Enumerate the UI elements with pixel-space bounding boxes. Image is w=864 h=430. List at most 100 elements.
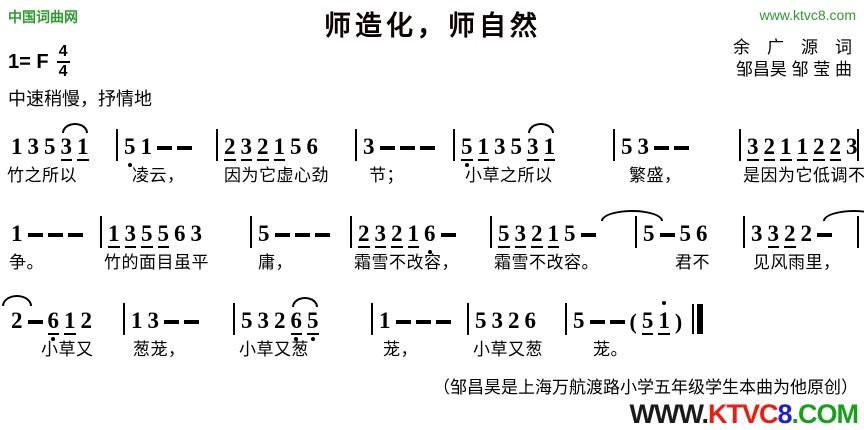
low-octave-dot (127, 163, 132, 167)
slur-arc (528, 123, 554, 133)
note: 2 (358, 221, 370, 248)
lyric: 君不 (675, 253, 710, 272)
note: 5 (498, 221, 510, 248)
key-signature: 1= F (8, 50, 49, 73)
dash-note (419, 146, 435, 150)
low-octave-dot (51, 337, 56, 341)
dash-note (580, 233, 596, 237)
time-signature-top: 4 (58, 43, 68, 60)
site-name: 中国词曲网 (8, 9, 78, 25)
high-octave-dot (662, 301, 667, 305)
dash-note (379, 146, 395, 150)
note: 2 (784, 221, 796, 248)
lyric: 因为它虚心劲 (224, 166, 329, 185)
note: 1 (77, 134, 89, 161)
dash-note (294, 233, 310, 237)
note: 3 (767, 221, 779, 248)
lyric: 小草又葱 (239, 340, 309, 359)
dash-note (314, 233, 330, 237)
parenthesis: ) (674, 309, 683, 334)
final-barline (692, 304, 704, 334)
note: 1 (543, 134, 555, 161)
site-logo-part: WWW. (629, 399, 709, 429)
low-octave-dot (294, 337, 299, 341)
note: 2 (531, 221, 543, 248)
note: 2 (813, 134, 825, 161)
note: 3 (494, 134, 506, 159)
note: 1 (796, 134, 808, 161)
lyric: 节； (369, 166, 404, 185)
final-barline-thin (692, 304, 695, 334)
notes-row: 5 (252, 204, 352, 248)
site-url-link[interactable]: www.ktvc8.com (759, 7, 856, 23)
note: 5 (258, 221, 270, 246)
note: 5 (643, 221, 655, 246)
note: 5 (241, 308, 253, 333)
dash-note (435, 320, 451, 324)
note: 2 (800, 221, 813, 246)
low-octave-dot (310, 337, 315, 341)
site-logo-part: 8 (777, 399, 792, 429)
note: 6 (424, 222, 436, 254)
note: 1 (780, 134, 792, 161)
site-logo[interactable]: WWW.KTVC8.COM (433, 399, 859, 429)
note: 1 (11, 134, 23, 159)
dash-note (659, 233, 675, 237)
dash-note (609, 320, 625, 324)
note: 6 (290, 309, 302, 341)
note: 1 (273, 134, 285, 161)
note: 6 (696, 221, 708, 246)
note: 5 (510, 134, 523, 159)
note: 1 (477, 134, 489, 161)
note: 5 (679, 221, 692, 246)
note: 5 (461, 135, 473, 167)
lyric: 是因为它低调不 (743, 166, 864, 185)
dash-note (674, 146, 689, 150)
note: 1 (658, 301, 670, 335)
note: 3 (374, 221, 386, 248)
final-barline-thick (697, 304, 704, 334)
note: 5 (290, 134, 302, 159)
note: 3 (846, 134, 858, 159)
lyric: 葱茏， (133, 340, 186, 359)
lyric: 小草之所以 (465, 166, 553, 185)
footer: （邹昌昊是上海万航渡路小学五年级学生本曲为他原创） WWW.KTVC8.COM (433, 373, 859, 429)
tie-arc-out (823, 210, 864, 221)
notes-row: 1 (373, 291, 469, 335)
note: 3 (27, 134, 40, 159)
note: 2 (508, 308, 520, 333)
lyric: 竹的面目虽平 (104, 253, 209, 272)
top-row: 中国词曲网 师造化，师自然 www.ktvc8.com (5, 4, 860, 42)
lyric: 霜雪不改容。 (494, 253, 599, 272)
dash-note (440, 233, 456, 237)
notes-row: 1 (5, 204, 102, 248)
dash-note (67, 233, 83, 237)
note: 5 (621, 134, 633, 159)
note: 5 (307, 309, 319, 341)
low-octave-dot (464, 163, 469, 167)
note: 3 (60, 134, 72, 161)
note: 3 (240, 134, 252, 161)
lyric: 霜雪不改容， (354, 253, 459, 272)
note: 6 (524, 308, 537, 333)
dash-note (274, 233, 290, 237)
